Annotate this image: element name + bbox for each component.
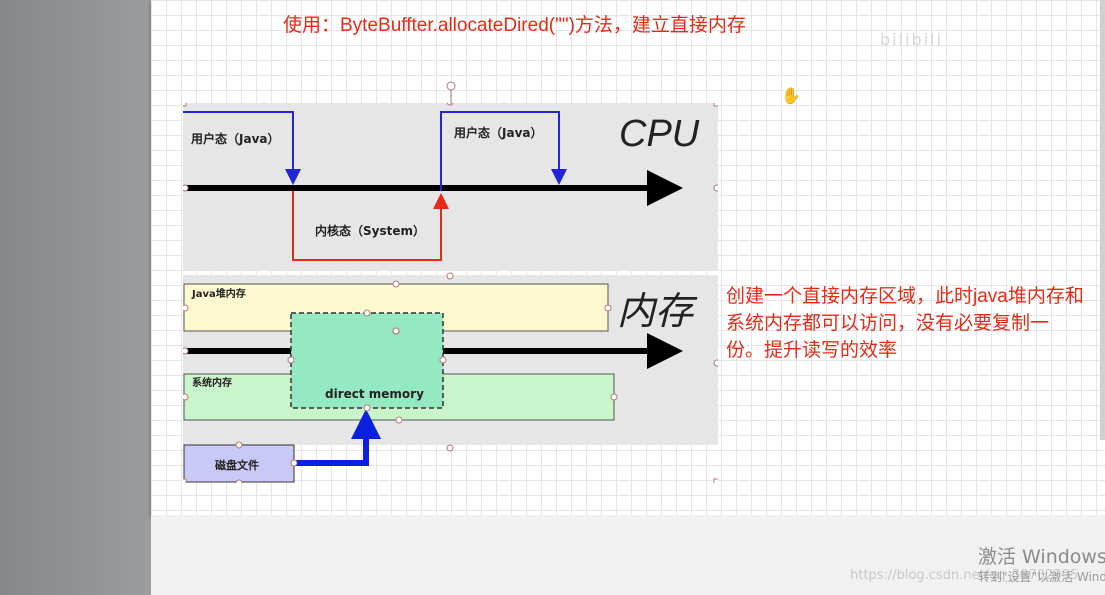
user-mode-label-1: 用户态（Java） bbox=[190, 131, 279, 146]
disk-file-label: 磁盘文件 bbox=[215, 458, 259, 472]
scrollbar[interactable] bbox=[1100, 0, 1105, 440]
page-title: 使用：ByteBuffter.allocateDired("")方法，建立直接内… bbox=[283, 15, 746, 36]
java-heap-label: Java堆内存 bbox=[191, 287, 246, 300]
bottom-background bbox=[151, 515, 1105, 595]
direct-memory-label: direct memory bbox=[325, 387, 424, 401]
windows-activate-title: 激活 Windows bbox=[978, 546, 1105, 568]
user-mode-arrow-2 bbox=[440, 111, 567, 191]
bilibili-watermark: bilibili bbox=[880, 30, 943, 49]
selection-handles[interactable] bbox=[183, 103, 718, 483]
windows-activate-subtitle: 转到"设置"以激活 Windows。 bbox=[978, 570, 1105, 584]
kernel-mode-arrow bbox=[292, 191, 449, 261]
csdn-url: https://blog.csdn.net/qq_38702395 bbox=[850, 568, 1079, 583]
disk-to-direct-arrow bbox=[295, 409, 381, 466]
memory-label: 内存 bbox=[617, 291, 698, 333]
annotation-note: 创建一个直接内存区域，此时java堆内存和系统内存都可以访问，没有必要复制一份。… bbox=[726, 286, 1084, 361]
system-memory-label: 系统内存 bbox=[192, 376, 232, 389]
cpu-memory-diagram[interactable]: CPU 用户态（Java） 内核态（System） 用户态（Java） 内存 J… bbox=[183, 103, 718, 483]
user-mode-arrow-1 bbox=[183, 111, 301, 185]
cpu-label: CPU bbox=[619, 113, 700, 155]
user-mode-label-2: 用户态（Java） bbox=[453, 125, 542, 140]
kernel-mode-label: 内核态（System） bbox=[315, 223, 425, 238]
hand-cursor-icon: ✋ bbox=[781, 86, 801, 105]
left-background bbox=[0, 0, 151, 595]
rotate-handle[interactable] bbox=[444, 80, 458, 106]
